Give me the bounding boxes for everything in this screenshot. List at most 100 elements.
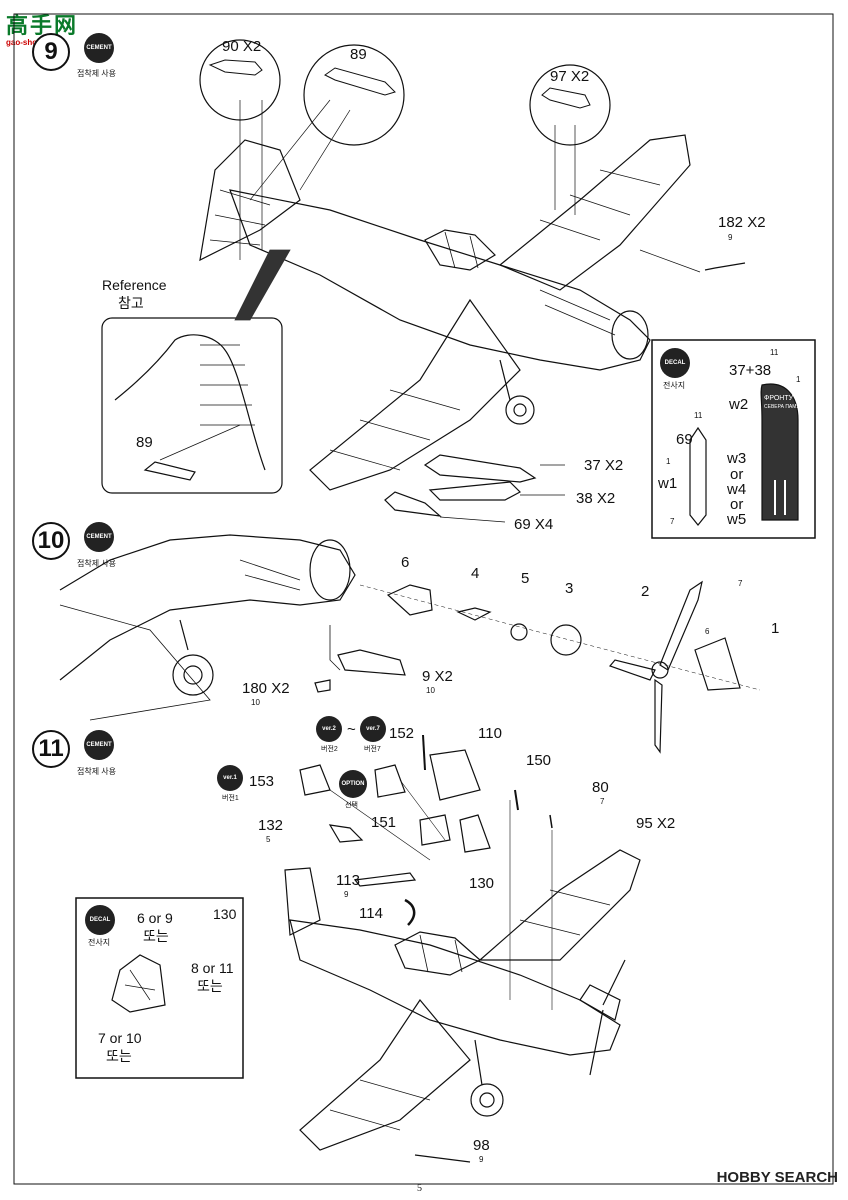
callout-circle-90 [199, 39, 281, 121]
step10-aircraft [59, 534, 356, 721]
version-caption-v7: 버전7 [364, 746, 381, 753]
decal-label-69: 69 [676, 431, 693, 448]
watermark-brand: 高手网 [6, 13, 79, 38]
prop-flag-1: 7 [738, 579, 743, 588]
part-38-drawing [428, 481, 521, 501]
rocket-69-drawing [689, 426, 707, 526]
bomb-decal-text-2: СЕВЕРА ПАМЯТЬ [764, 404, 807, 410]
part-132-color: 5 [266, 835, 271, 844]
part-98-label: 98 [473, 1137, 490, 1154]
decal-box-9 [651, 339, 816, 539]
bomb-decal-text-1: ФРОНТУ [764, 395, 794, 402]
option-caption: 선택 [345, 802, 358, 809]
decal-caption-9: 전사지 [663, 381, 686, 390]
decal-option-1-ko: 또는 [143, 928, 169, 944]
decal-w1-tail: 7 [670, 517, 675, 526]
part-2-label: 2 [641, 583, 650, 600]
version-badge-v2: ver.2 [316, 716, 342, 742]
part-150-drawing [429, 749, 481, 801]
part-1-spinner [694, 637, 741, 691]
reference-label-en: Reference [102, 277, 167, 293]
part-80-color: 7 [600, 797, 605, 806]
reference-part-89: 89 [136, 434, 153, 451]
part-130-label: 130 [469, 875, 495, 892]
decal-option-3: 7 or 10 [98, 1030, 142, 1046]
part-152-drawing [374, 764, 406, 798]
part-132-drawing [328, 824, 364, 843]
part-151-drawing [419, 814, 451, 846]
part-152-label: 152 [389, 725, 415, 742]
version-badge-v7: ver.7 [360, 716, 386, 742]
version-caption-v2: 버전2 [321, 746, 338, 753]
armor-decal-drawing [111, 954, 166, 1013]
decal-w3: w3 [727, 450, 747, 467]
reference-box [101, 317, 283, 494]
decal-flag-3738: 11 [770, 348, 779, 357]
part-37-label: 37 X2 [584, 457, 624, 474]
version-caption-v1: 버전1 [222, 795, 239, 802]
decal-option-1: 6 or 9 [137, 910, 173, 926]
callout-label-90: 90 X2 [222, 38, 262, 55]
option-badge: OPTION [339, 770, 367, 798]
decal-w2: w2 [729, 396, 749, 413]
part-132-label: 132 [258, 817, 284, 834]
decal-w1-flag: 1 [666, 457, 671, 466]
part-4-shaft [456, 607, 492, 621]
decal-badge-9: DECAL [660, 348, 690, 378]
decal-flag-69: 11 [694, 411, 703, 420]
decal-or-1: or [730, 466, 744, 483]
step-10-number: 10 [32, 522, 70, 560]
step-9-number: 9 [32, 33, 70, 71]
part-150-label: 150 [526, 752, 552, 769]
reference-label-ko: 참고 [118, 295, 144, 311]
version-tilde: ~ [347, 721, 356, 738]
part-182-label: 182 X2 [718, 214, 766, 231]
part-3-plate [550, 624, 582, 656]
part-180-label: 180 X2 [242, 680, 290, 697]
decal-w1: w1 [658, 475, 678, 492]
cement-badge-11: CEMENT [84, 730, 114, 760]
prop-flag-2: 6 [705, 627, 710, 636]
decal-label-3738: 37+38 [729, 362, 772, 379]
part-114-drawing [404, 898, 416, 926]
decal-box-11 [75, 897, 244, 1079]
cement-caption-9: 접착제 사용 [77, 69, 117, 78]
part-110-label: 110 [478, 725, 502, 742]
decal-option-3-ko: 또는 [106, 1048, 132, 1064]
part-38-label: 38 X2 [576, 490, 616, 507]
part-113-color: 9 [344, 890, 349, 899]
decal-w4: w4 [727, 481, 747, 498]
decal-or-2: or [730, 496, 744, 513]
callout-label-97: 97 X2 [550, 68, 590, 85]
part-37-drawing [423, 454, 537, 483]
part-69-label: 69 X4 [514, 516, 554, 533]
version-badge-v1: ver.1 [217, 765, 243, 791]
part-9-label: 9 X2 [422, 668, 453, 685]
decal-badge-11: DECAL [85, 905, 115, 935]
part-9-exhausts [337, 649, 406, 676]
part-130-drawing [459, 814, 491, 853]
part-6-spinner-back [386, 584, 433, 616]
callout-circle-97 [529, 64, 611, 146]
part-9-color: 10 [426, 686, 435, 695]
part-153-label: 153 [249, 773, 275, 790]
part-114-label: 114 [359, 905, 383, 922]
part-5-washer [510, 623, 528, 641]
cement-caption-11: 접착제 사용 [77, 767, 117, 776]
part-98-color: 9 [479, 1155, 484, 1164]
cement-caption-10: 접착제 사용 [77, 559, 117, 568]
decal-option-2-ko: 또는 [197, 978, 223, 994]
bomb-decal-drawing [760, 383, 799, 521]
decal-w2-flag: 1 [796, 375, 801, 384]
cement-badge-9: CEMENT [84, 33, 114, 63]
part-5-label: 5 [521, 570, 530, 587]
part-151-label: 151 [371, 814, 397, 831]
source-watermark: HOBBY SEARCH [716, 1169, 838, 1186]
decal-part-130: 130 [213, 906, 237, 922]
page-frame [13, 13, 834, 1185]
page-number: 5 [417, 1183, 422, 1194]
part-1-label: 1 [771, 620, 780, 637]
callout-circle-89 [303, 44, 405, 146]
